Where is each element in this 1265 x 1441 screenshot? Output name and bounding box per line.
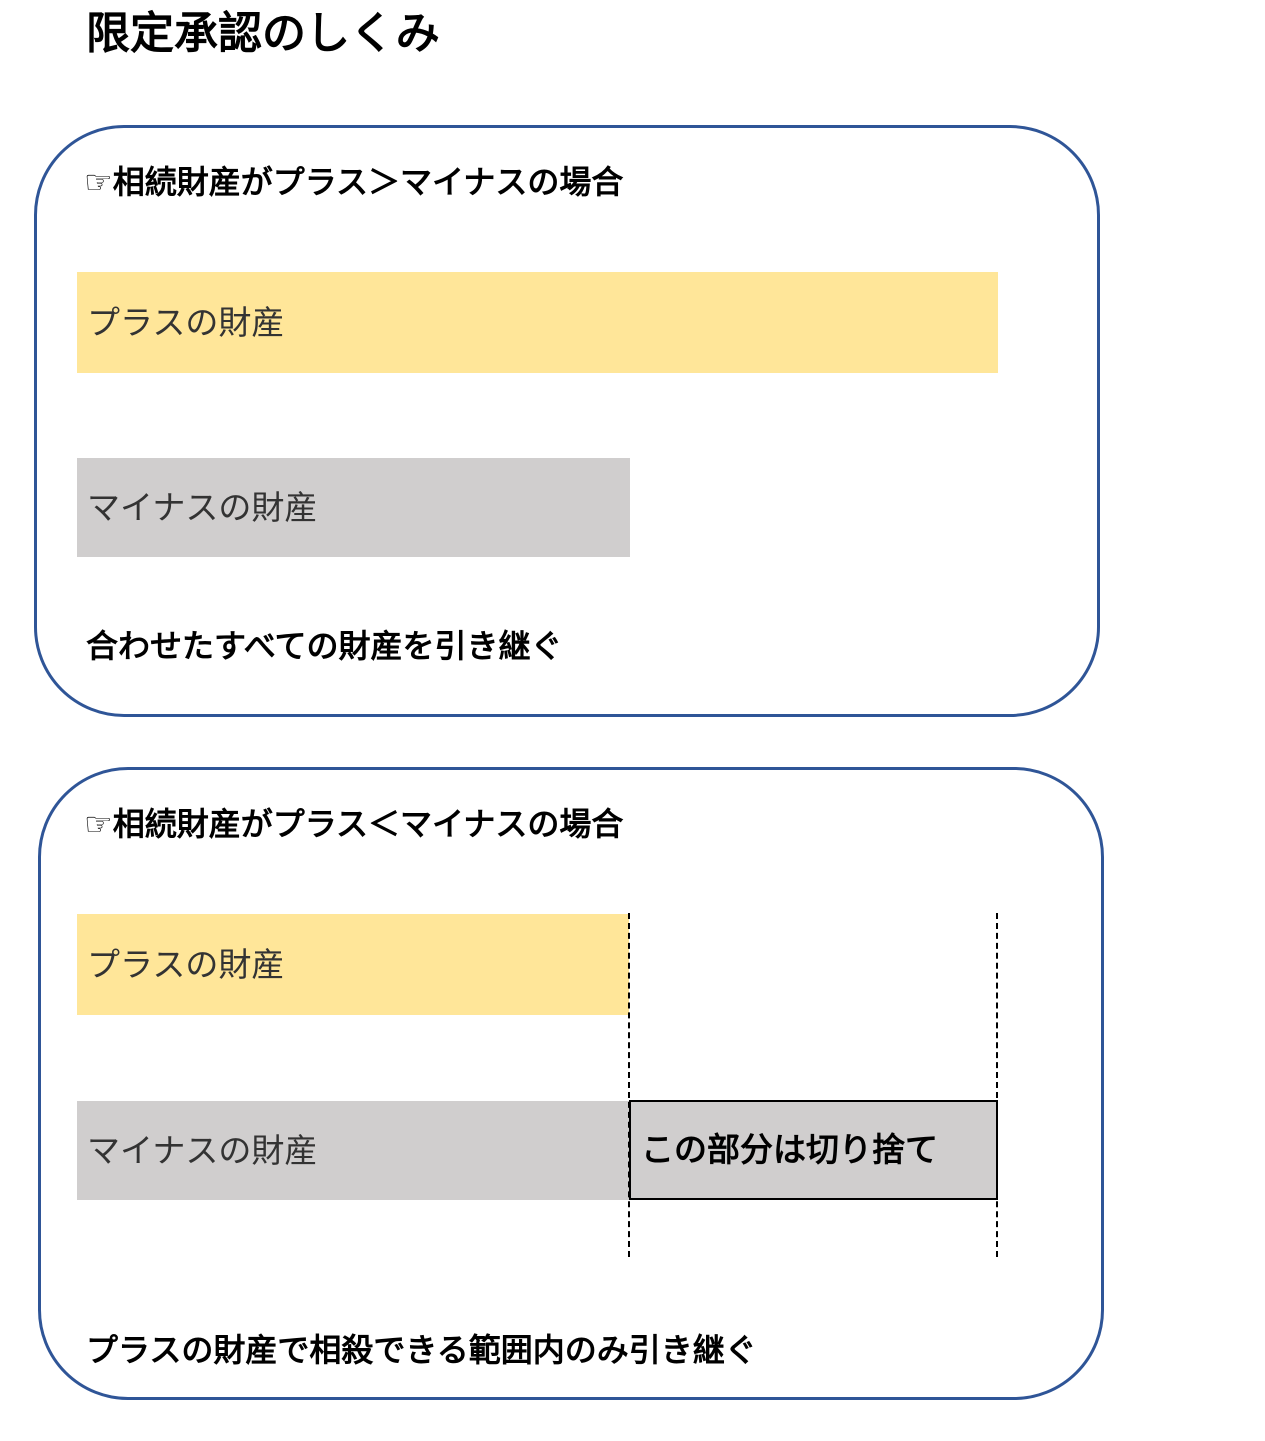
page-title: 限定承認のしくみ	[86, 8, 440, 59]
cutoff-portion-box: この部分は切り捨て	[629, 1100, 998, 1200]
plus-assets-label: プラスの財産	[87, 944, 285, 984]
case-heading: ☞相続財産がプラス＜マイナスの場合	[84, 805, 624, 843]
case-heading: ☞相続財産がプラス＞マイナスの場合	[84, 163, 624, 201]
case-panel-plus-greater	[34, 125, 1100, 717]
minus-assets-label: マイナスの財産	[87, 487, 318, 527]
cutoff-end-guide-line	[996, 913, 998, 1257]
cutoff-start-guide-line	[628, 913, 630, 1257]
case-conclusion: プラスの財産で相殺できる範囲内のみ引き継ぐ	[86, 1331, 757, 1369]
case-conclusion: 合わせたすべての財産を引き継ぐ	[86, 627, 563, 665]
plus-assets-label: プラスの財産	[87, 302, 285, 342]
minus-assets-label: マイナスの財産	[87, 1130, 318, 1170]
minus-assets-bar: マイナスの財産	[77, 458, 630, 557]
plus-assets-bar: プラスの財産	[77, 272, 998, 373]
cutoff-portion-label: この部分は切り捨て	[641, 1130, 938, 1169]
minus-assets-bar: マイナスの財産	[77, 1101, 629, 1200]
plus-assets-bar: プラスの財産	[77, 914, 629, 1015]
case-panel-minus-greater	[38, 767, 1104, 1400]
